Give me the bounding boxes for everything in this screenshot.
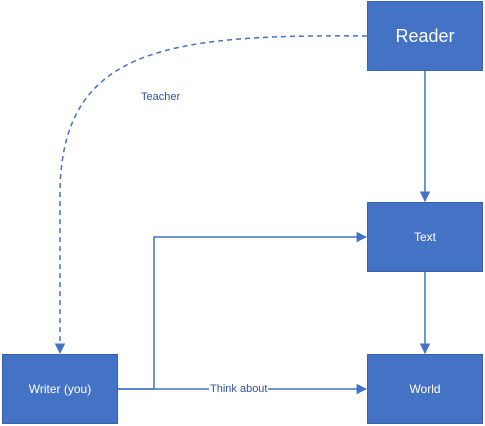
reader-node: Reader	[367, 1, 483, 71]
edge-reader-to-writer-teacher	[54, 35, 368, 355]
text-node-label: Text	[413, 230, 436, 244]
writer-node: Writer (you)	[2, 354, 118, 424]
world-node: World	[367, 354, 483, 424]
think-about-edge-label: Think about	[209, 383, 269, 396]
teacher-edge-label: Teacher	[141, 91, 181, 103]
reader-node-label: Reader	[395, 25, 455, 46]
world-node-label: World	[409, 382, 441, 396]
writer-node-label: Writer (you)	[28, 382, 92, 396]
text-node: Text	[367, 202, 483, 272]
edge-writer-to-text	[118, 231, 368, 390]
